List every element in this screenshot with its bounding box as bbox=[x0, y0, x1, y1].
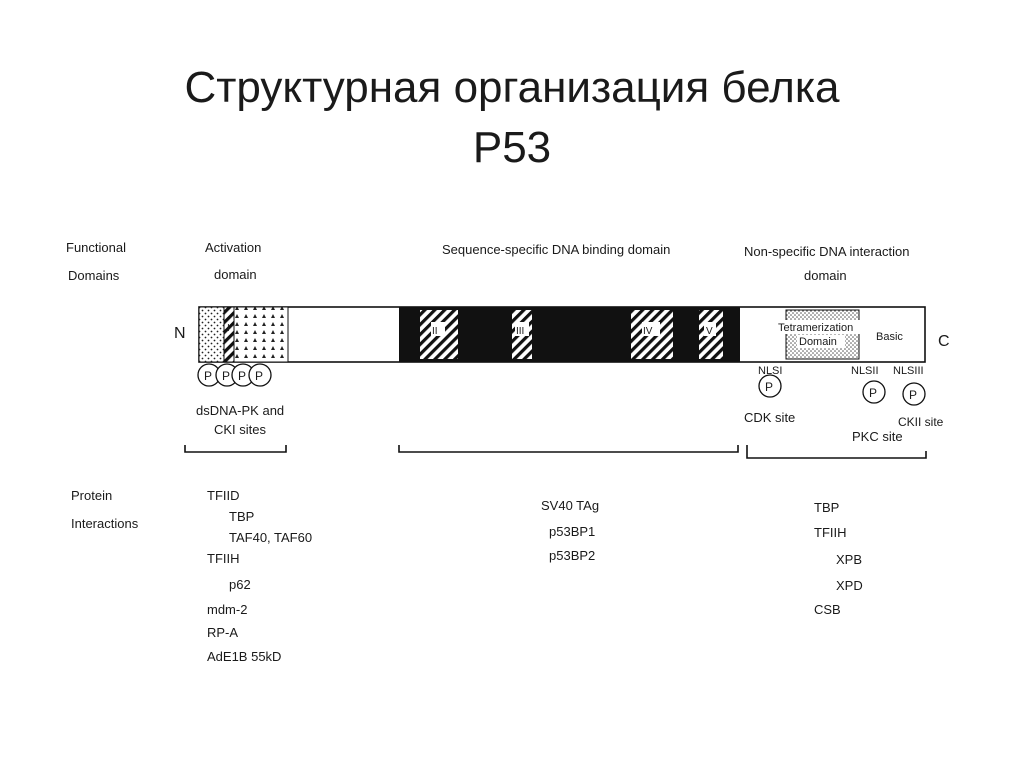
interaction-item: TFIIH bbox=[814, 525, 847, 540]
dna-binding-header: Sequence-specific DNA binding domain bbox=[442, 242, 670, 257]
nonspecific-header: Non-specific DNA interaction bbox=[744, 244, 909, 259]
interactions-middle: SV40 TAg p53BP1 p53BP2 bbox=[541, 498, 599, 563]
pkc-phospho-circle bbox=[862, 380, 886, 404]
basic-label: Basic bbox=[876, 331, 903, 343]
interaction-item: TFIIH bbox=[207, 551, 240, 566]
activation-header-2: domain bbox=[214, 267, 257, 282]
nonspecific-header-2: domain bbox=[804, 268, 847, 283]
interaction-item: TFIID bbox=[207, 488, 240, 503]
box-v-label: V bbox=[706, 326, 713, 337]
cdk-phospho-circle bbox=[758, 374, 782, 398]
interaction-item: TBP bbox=[814, 500, 839, 515]
functional-label: Functional bbox=[66, 240, 126, 255]
interactions-right: TBP TFIIH XPB XPD CSB bbox=[814, 500, 863, 617]
slide-title: Структурная организация белка P53 bbox=[0, 58, 1024, 178]
bracket-activation bbox=[184, 445, 287, 453]
nls2-label: NLSII bbox=[851, 365, 879, 377]
title-line-1: Структурная организация белка bbox=[184, 63, 840, 112]
interactions-left: TFIID TBP TAF40, TAF60 TFIIH p62 mdm-2 R… bbox=[207, 488, 312, 664]
interaction-item: mdm-2 bbox=[207, 602, 247, 617]
interaction-item: CSB bbox=[814, 602, 841, 617]
ckii-phospho-p: P bbox=[909, 388, 917, 402]
pkc-site-label: PKC site bbox=[852, 429, 903, 444]
cki-sites-label: CKI sites bbox=[214, 422, 267, 437]
title-line-2: P53 bbox=[472, 123, 552, 172]
interaction-item: SV40 TAg bbox=[541, 498, 599, 513]
domains-label: Domains bbox=[68, 268, 120, 283]
box-i-label: I bbox=[227, 323, 230, 334]
activation-box-right bbox=[233, 306, 289, 363]
interaction-item: RP-A bbox=[207, 625, 238, 640]
dsdna-pk-label: dsDNA-PK and bbox=[196, 403, 284, 418]
cdk-site-label: CDK site bbox=[744, 410, 795, 425]
tetramerization-domain bbox=[785, 309, 860, 360]
n-phospho-sites: P P P P bbox=[197, 363, 272, 387]
phospho-p-3: P bbox=[238, 369, 246, 383]
box-iv-label: IV bbox=[643, 326, 653, 337]
interaction-item: XPB bbox=[836, 552, 862, 567]
nls1-label: NLSI bbox=[758, 365, 782, 377]
box-i bbox=[223, 306, 235, 363]
interaction-item: XPD bbox=[836, 578, 863, 593]
interaction-item: p53BP1 bbox=[549, 524, 595, 539]
activation-box-left bbox=[198, 306, 225, 363]
c-terminus: C bbox=[938, 333, 950, 350]
ckii-site-label: CKII site bbox=[898, 415, 944, 429]
tetramerization-label-2: Domain bbox=[799, 336, 837, 348]
bracket-nonspecific bbox=[746, 445, 927, 459]
interaction-item: TAF40, TAF60 bbox=[229, 530, 312, 545]
interaction-item: TBP bbox=[229, 509, 254, 524]
box-ii-label: II bbox=[432, 326, 438, 337]
interaction-item: AdE1B 55kD bbox=[207, 649, 281, 664]
activation-header: Activation bbox=[205, 240, 261, 255]
interaction-item: p62 bbox=[229, 577, 251, 592]
ckii-phospho-circle bbox=[902, 382, 926, 406]
tetramerization-label: Tetramerization bbox=[778, 322, 853, 334]
pkc-phospho-p: P bbox=[869, 386, 877, 400]
phospho-p-4: P bbox=[255, 369, 263, 383]
interaction-item: p53BP2 bbox=[549, 548, 595, 563]
n-terminus: N bbox=[174, 325, 186, 342]
protein-bar: I II III IV V Tetramerization Domain Bas… bbox=[198, 306, 926, 363]
box-iii-label: III bbox=[516, 326, 524, 337]
interactions-label: Interactions bbox=[71, 516, 139, 531]
bracket-dna-binding bbox=[398, 445, 739, 453]
cdk-phospho-p: P bbox=[765, 380, 773, 394]
protein-label: Protein bbox=[71, 488, 112, 503]
phospho-p-2: P bbox=[222, 369, 230, 383]
nls3-label: NLSIII bbox=[893, 365, 924, 377]
phospho-p-1: P bbox=[204, 369, 212, 383]
